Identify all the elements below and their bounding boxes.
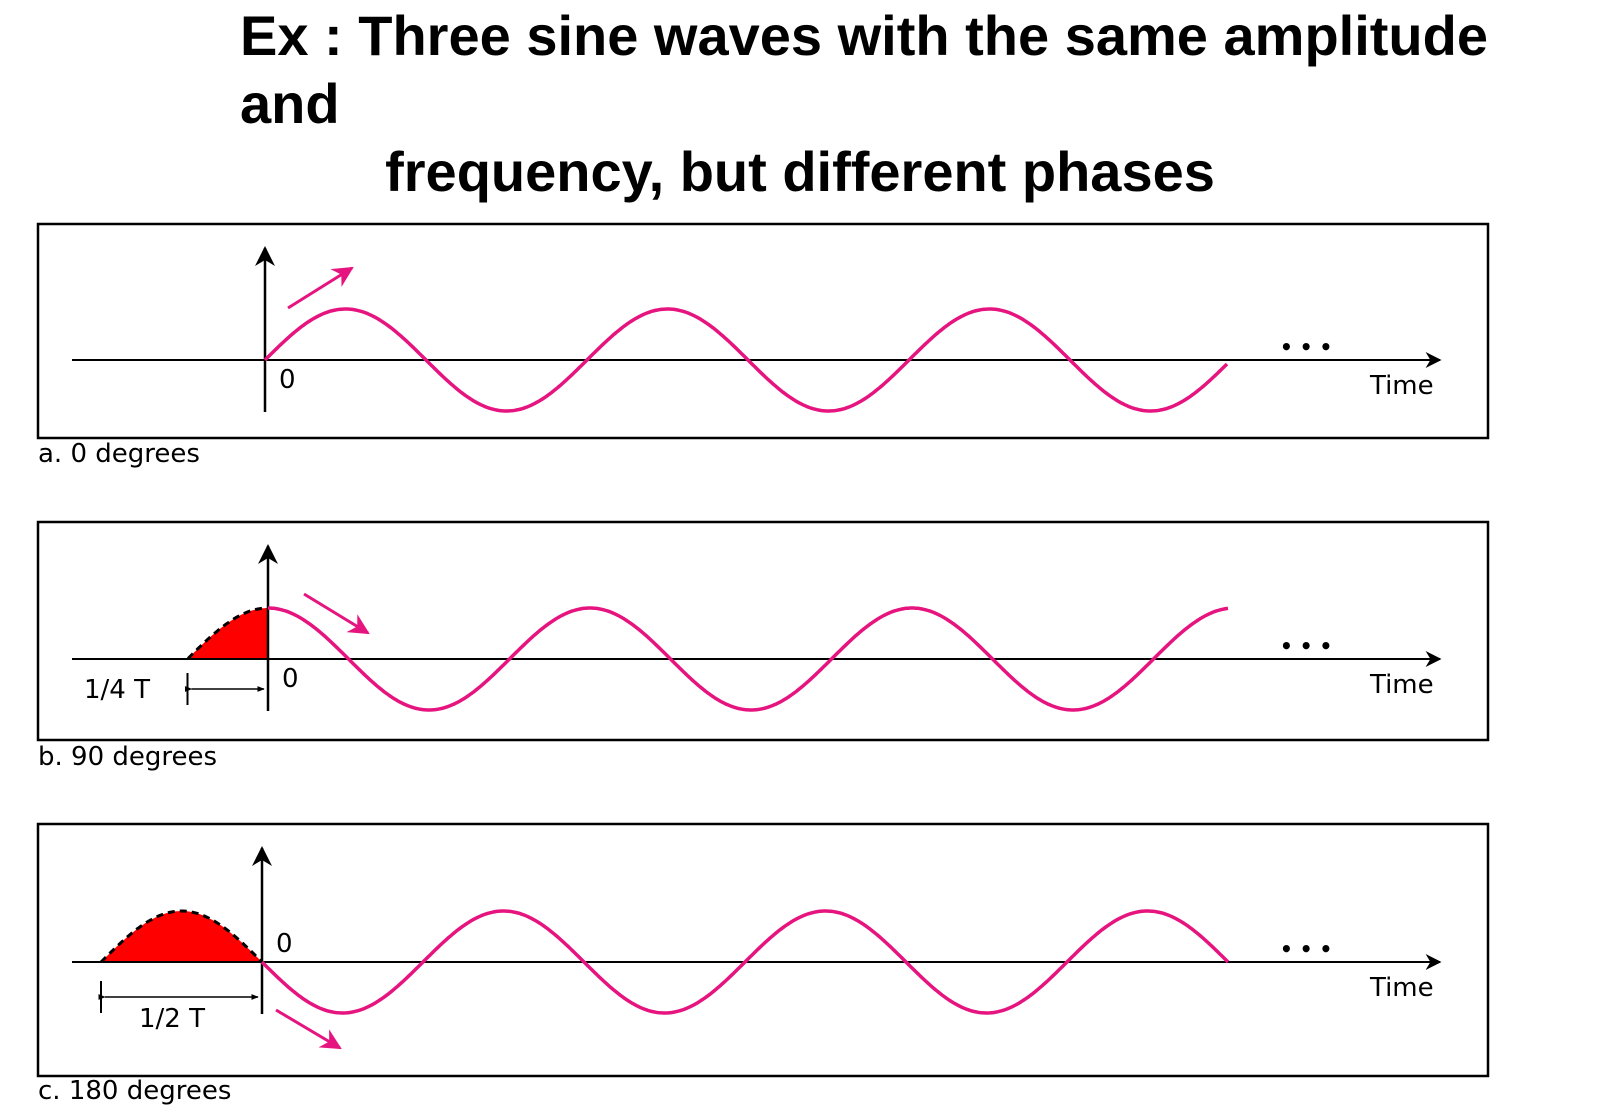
sine-wave bbox=[268, 606, 1229, 712]
panels-root: 0 • • • Time a. 0 degrees 1/4 T 0 • • • Time b. … bbox=[36, 222, 1490, 1106]
panel-caption: c. 180 degrees bbox=[38, 1076, 231, 1106]
panel-frame bbox=[36, 822, 1490, 1078]
sine-wave bbox=[260, 909, 1230, 1015]
time-label: Time bbox=[1369, 973, 1434, 1003]
panel-3: 1/2 T 0 • • • Time c. 180 degrees bbox=[36, 822, 1490, 1106]
shift-shaded-region bbox=[187, 608, 268, 659]
panel-frame bbox=[36, 222, 1490, 440]
origin-label: 0 bbox=[282, 664, 299, 694]
shift-label: 1/2 T bbox=[139, 1004, 205, 1034]
panel-1: 0 • • • Time a. 0 degrees bbox=[36, 222, 1490, 469]
time-label: Time bbox=[1369, 670, 1434, 700]
shift-dashed-curve bbox=[186, 606, 268, 660]
ellipsis: • • • bbox=[1280, 634, 1332, 658]
title-line-1: Ex : Three sine waves with the same ampl… bbox=[240, 4, 1488, 135]
direction-arrow bbox=[303, 592, 370, 635]
sine-wave bbox=[263, 307, 1229, 413]
origin-label: 0 bbox=[279, 365, 296, 395]
panel-caption: b. 90 degrees bbox=[38, 742, 217, 772]
title-line-2: frequency, but different phases bbox=[385, 140, 1215, 203]
direction-arrow bbox=[287, 266, 354, 310]
panel-caption: a. 0 degrees bbox=[38, 439, 200, 469]
time-label: Time bbox=[1369, 371, 1434, 401]
panel-2: 1/4 T 0 • • • Time b. 90 degrees bbox=[36, 520, 1490, 772]
panel-frame bbox=[36, 520, 1490, 742]
shift-label: 1/4 T bbox=[84, 675, 150, 705]
ellipsis: • • • bbox=[1280, 335, 1332, 359]
shift-dashed-curve bbox=[99, 909, 263, 964]
direction-arrow bbox=[275, 1008, 342, 1050]
page-title: Ex : Three sine waves with the same ampl… bbox=[60, 2, 1540, 206]
origin-label: 0 bbox=[276, 929, 293, 959]
shift-shaded-region bbox=[101, 911, 262, 962]
ellipsis: • • • bbox=[1280, 937, 1332, 961]
